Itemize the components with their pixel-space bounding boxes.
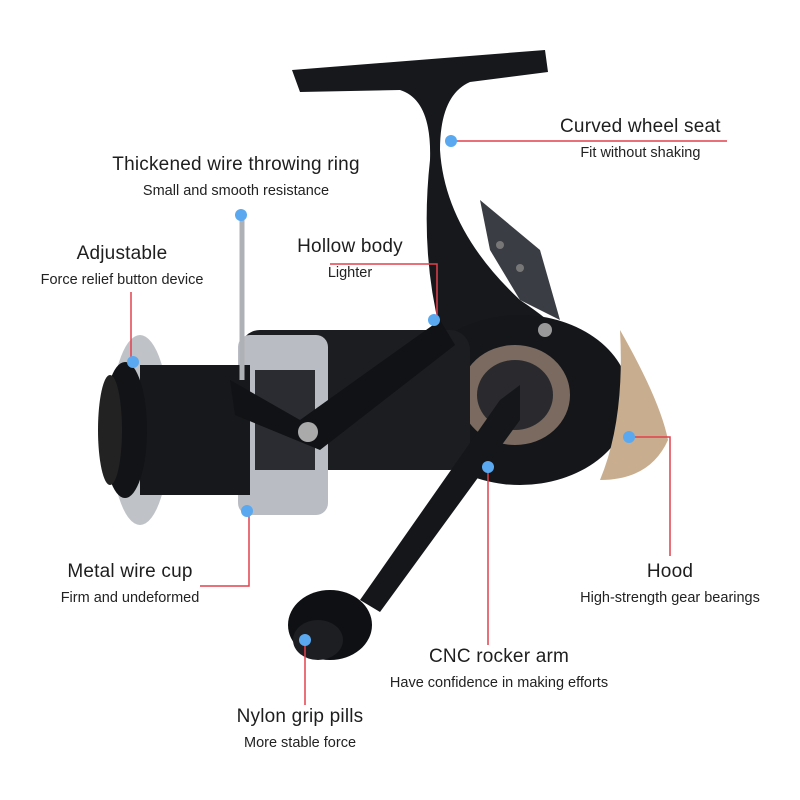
dot-nylon-grip [299,634,311,646]
callout-title: Thickened wire throwing ring [112,154,360,175]
callout-subtitle: Small and smooth resistance [142,183,330,199]
callout-subtitle: Have confidence in making efforts [389,675,609,691]
callout-title: Hood [646,561,694,582]
line-metal-wire-cup [200,511,250,587]
callout-title: Nylon grip pills [236,706,364,727]
dot-hollow-body [428,314,440,326]
dot-cnc-rocker-arm [482,461,494,473]
callout-hollow-body: Hollow body Lighter [290,236,410,281]
line-hollow-body [330,263,438,320]
callout-throwing-ring: Thickened wire throwing ring Small and s… [100,154,372,199]
callout-subtitle: Firm and undeformed [60,590,200,606]
callout-title: Curved wheel seat [560,116,721,137]
callout-subtitle: Fit without shaking [580,145,701,161]
callout-title: CNC rocker arm [428,646,570,667]
dot-adjustable [127,356,139,368]
callout-subtitle: More stable force [243,735,357,751]
callout-title: Adjustable [76,243,168,264]
callout-subtitle: Lighter [327,265,373,281]
callout-lines [130,140,727,705]
callout-nylon-grip: Nylon grip pills More stable force [220,706,380,751]
callout-dots [127,135,635,646]
callout-cnc-rocker-arm: CNC rocker arm Have confidence in making… [379,646,619,691]
rotor-arm [230,320,455,450]
hood-cap [600,330,668,480]
callout-metal-wire-cup: Metal wire cup Firm and undeformed [50,561,210,606]
dot-hood [623,431,635,443]
dot-throwing-ring [235,209,247,221]
rocker-arm [360,385,520,612]
callout-hood: Hood High-strength gear bearings [570,561,770,606]
callout-title: Hollow body [297,236,403,257]
callout-subtitle: High-strength gear bearings [580,590,760,606]
hollow-slot [480,200,560,320]
line-hood [629,436,671,556]
dot-metal-wire-cup [241,505,253,517]
dot-curved-wheel-seat [445,135,457,147]
callout-adjustable: Adjustable Force relief button device [22,243,222,288]
callout-subtitle: Force relief button device [40,272,204,288]
callout-curved-wheel-seat: Curved wheel seat Fit without shaking [560,116,721,161]
drag-knob [98,375,122,485]
callout-title: Metal wire cup [67,561,193,582]
